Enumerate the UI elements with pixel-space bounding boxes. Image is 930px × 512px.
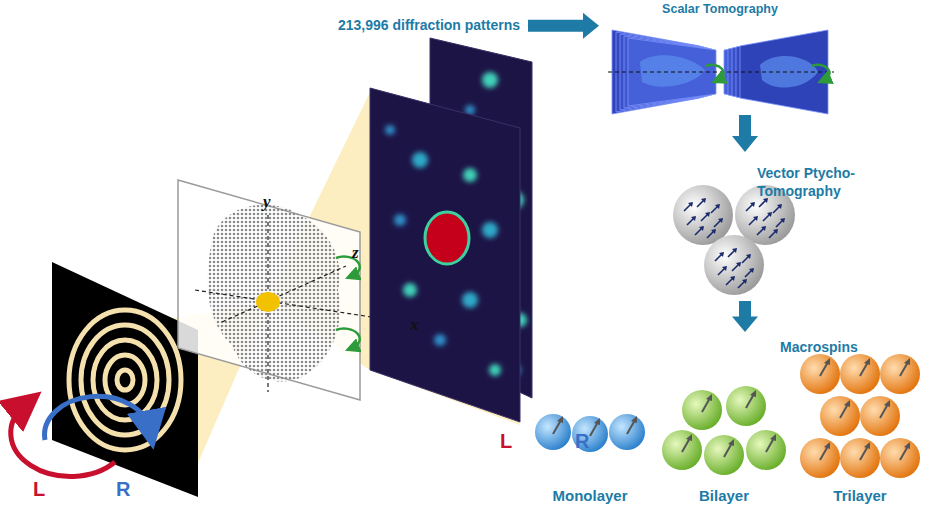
figure-label: Monolayer (552, 488, 627, 505)
zone-plate (52, 262, 198, 497)
figure-label: z (352, 244, 359, 263)
figure-label: L (500, 430, 512, 452)
process-node: Macrospins (530, 335, 928, 510)
figure-label: R (575, 430, 589, 452)
diffraction-pattern (370, 38, 532, 422)
figure-label: R (116, 478, 130, 500)
left-circular-arrow (11, 404, 115, 476)
rotation-arrow (706, 65, 723, 80)
bilayer-spheres (662, 386, 786, 475)
figure-label: Bilayer (699, 488, 749, 505)
flow-arrow (732, 115, 758, 152)
node-title: Scalar Tomography (605, 2, 835, 18)
figure-label: y (263, 193, 271, 212)
process-node: 213,996 diffraction patterns (336, 15, 522, 37)
node-title: Vector Ptycho-Tomography (757, 165, 922, 200)
process-node: Vector Ptycho-Tomography (660, 155, 928, 298)
rotation-axis (608, 71, 834, 72)
figure-label: L (33, 478, 45, 500)
right-circular-arrow (45, 396, 150, 440)
rotation-arrow (812, 65, 830, 80)
node-title: Macrospins (780, 339, 858, 357)
process-node: Scalar Tomography (605, 0, 835, 112)
figure-label: x (410, 316, 419, 335)
figure-label: Trilayer (833, 488, 886, 505)
flow-arrow (732, 301, 758, 332)
trilayer-spheres (800, 354, 920, 478)
vector-spheres (673, 185, 795, 295)
flow-arrow (528, 13, 599, 39)
node-title: 213,996 diffraction patterns (338, 17, 520, 35)
monolayer-spheres (535, 414, 645, 452)
